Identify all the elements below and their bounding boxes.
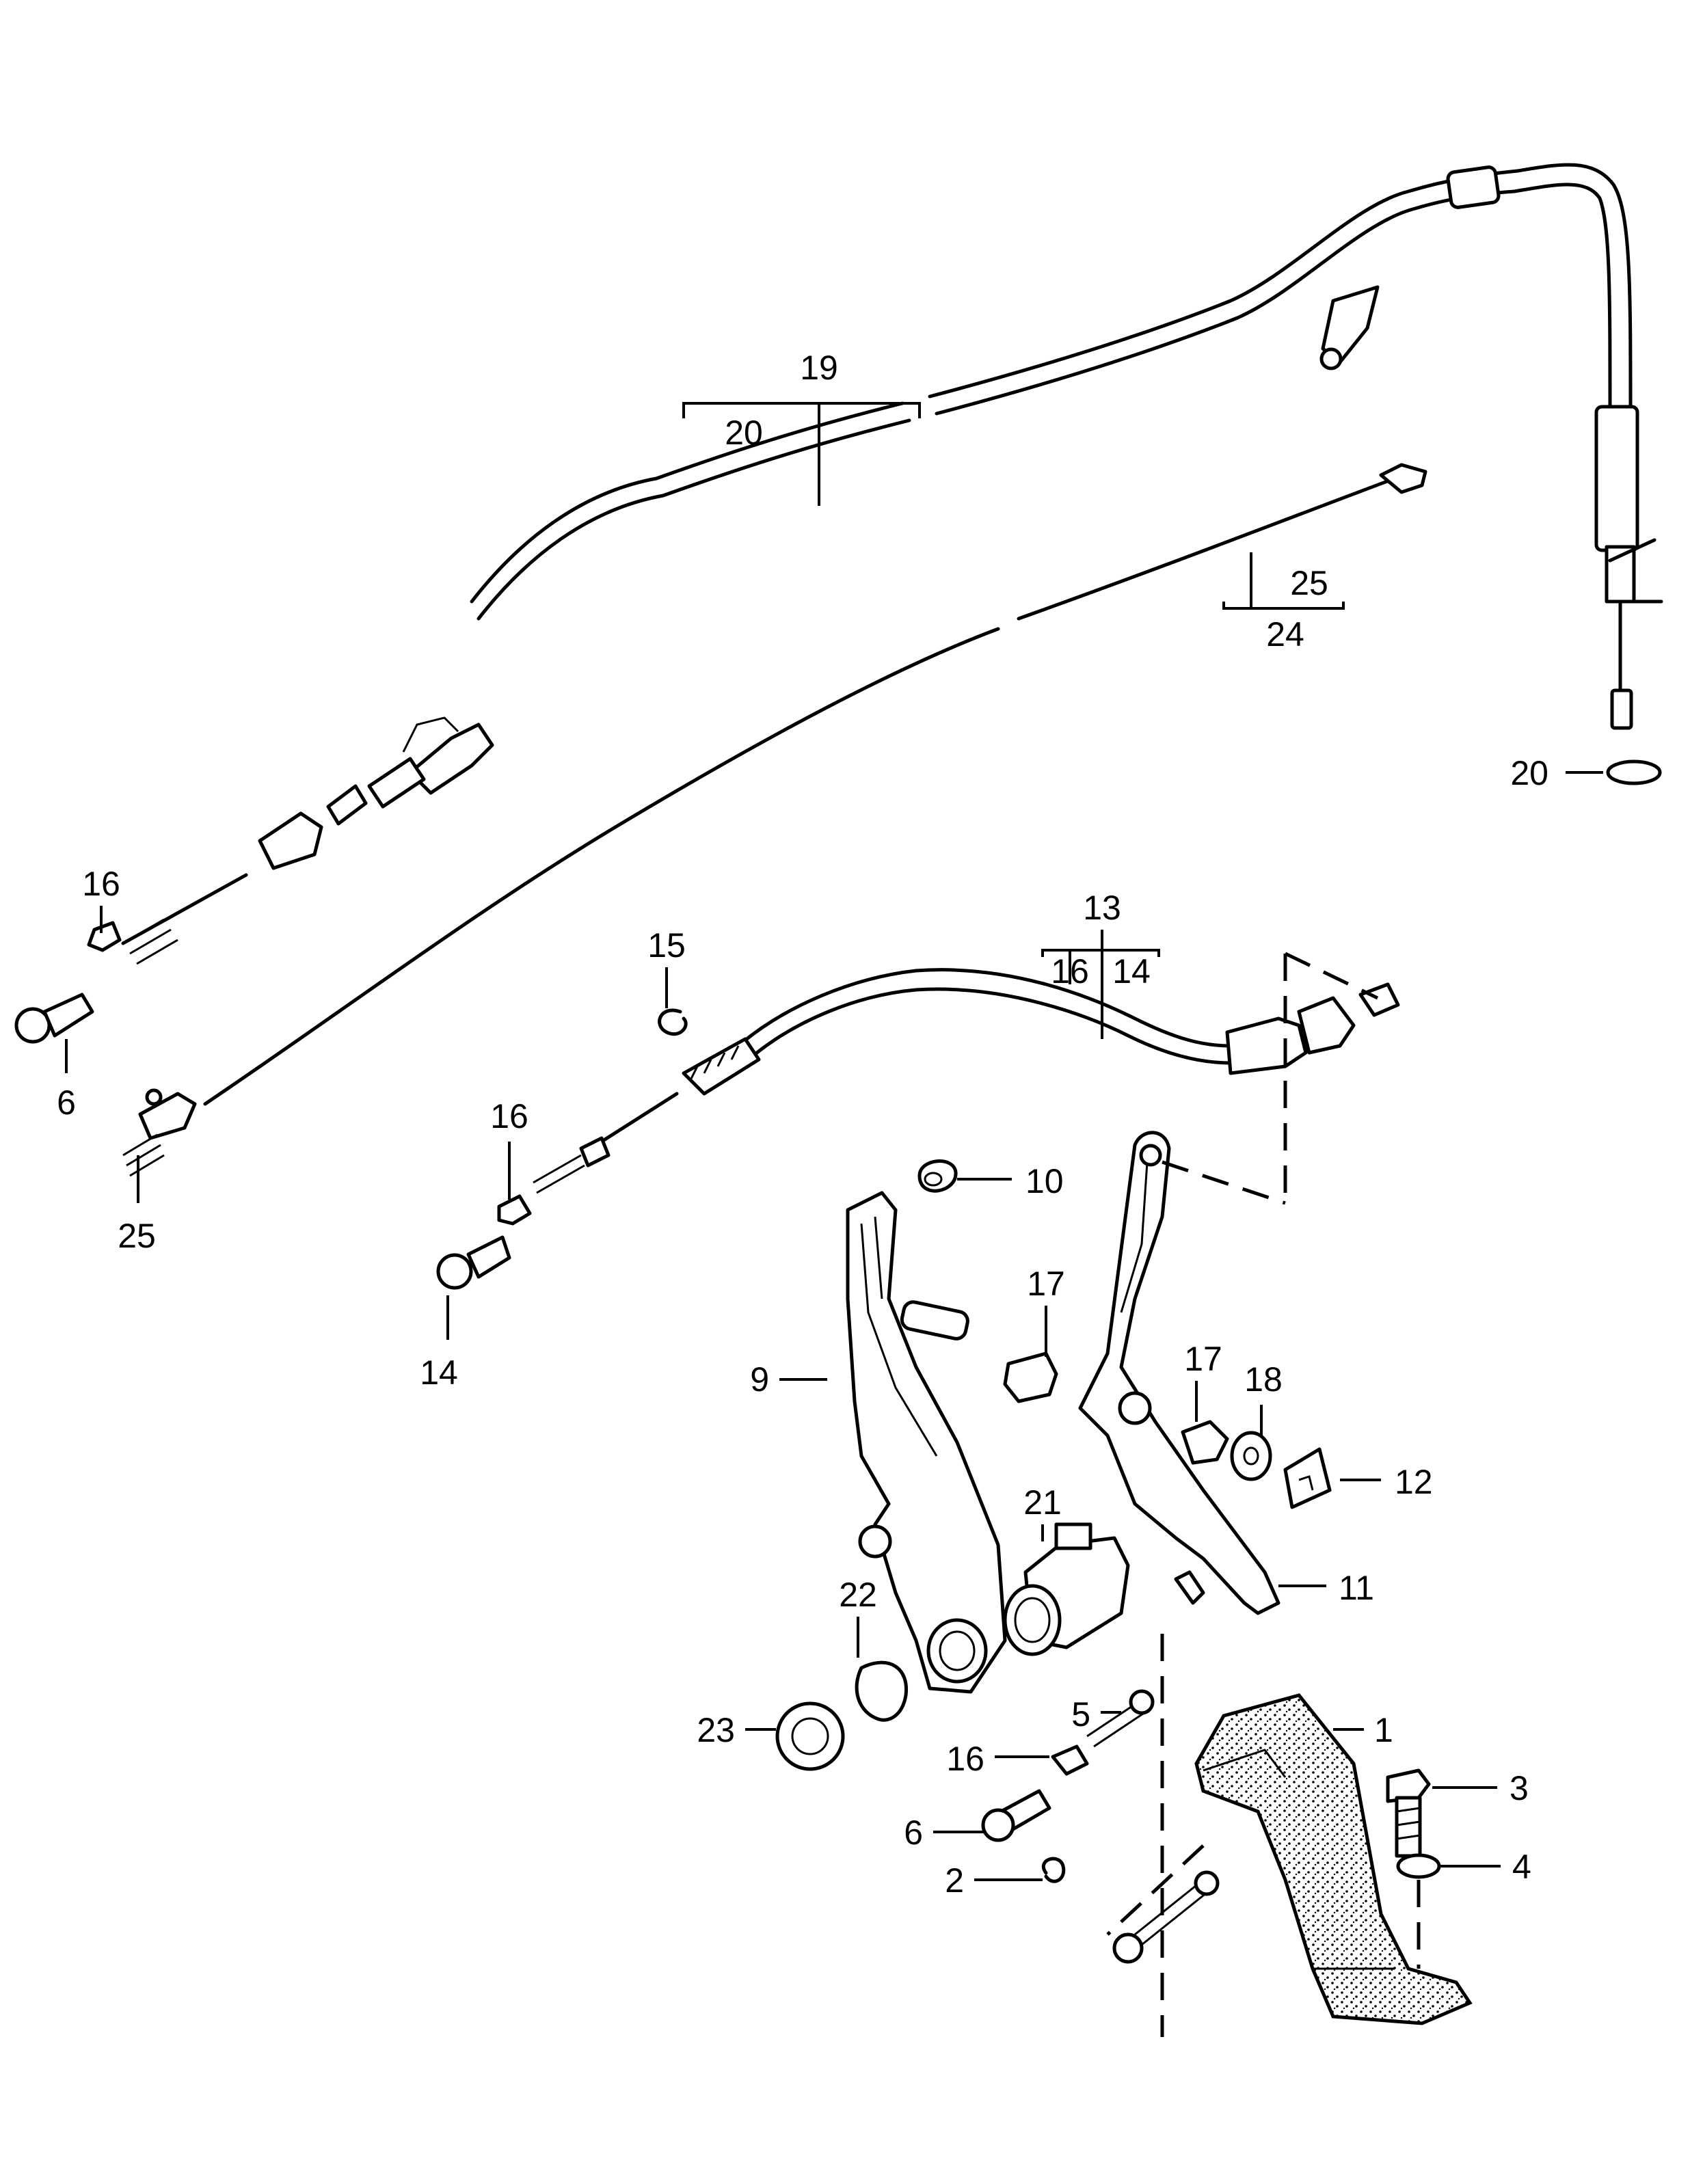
switch-21 — [1003, 1522, 1130, 1656]
callout-25-lower: 25 — [118, 1217, 156, 1255]
callout-20-upper: 20 — [725, 414, 763, 452]
callout-9: 9 — [750, 1360, 769, 1399]
washer-18 — [1230, 1431, 1272, 1481]
nut-16-top — [87, 921, 122, 952]
callout-24: 24 — [1266, 615, 1304, 653]
clip-12 — [1283, 1447, 1332, 1509]
clip-15 — [658, 1008, 688, 1036]
callout-17-left: 17 — [1027, 1265, 1065, 1303]
bushing-17-left — [1003, 1351, 1058, 1403]
callout-12: 12 — [1395, 1463, 1433, 1501]
callout-6-low: 6 — [904, 1814, 923, 1852]
assembly-lines — [1106, 952, 1421, 2037]
bushing-10 — [917, 1159, 958, 1193]
ring-nut-23 — [775, 1701, 845, 1771]
bolt-3 — [1386, 1768, 1431, 1858]
main-throttle-cable — [121, 163, 1663, 965]
callout-1: 1 — [1374, 1711, 1393, 1749]
callout-18: 18 — [1244, 1360, 1283, 1399]
leader-lines — [65, 402, 1662, 1881]
pedal-lever-11 — [1078, 1131, 1280, 1615]
washer-4 — [1396, 1853, 1441, 1879]
callout-22: 22 — [839, 1576, 877, 1614]
ball-socket-14 — [436, 1235, 511, 1290]
nut-16-mid — [497, 1194, 532, 1226]
callout-25-upper: 25 — [1290, 564, 1328, 602]
callout-10: 10 — [1025, 1162, 1064, 1200]
callout-14-cable: 14 — [1112, 952, 1151, 990]
callouts: 19 20 25 24 20 16 6 25 15 13 16 14 16 14… — [57, 349, 1548, 1900]
callout-11: 11 — [1339, 1569, 1374, 1607]
ball-socket-6-low — [981, 1789, 1051, 1842]
clip-2 — [1041, 1857, 1066, 1883]
rod-5 — [1086, 1689, 1155, 1748]
callout-2: 2 — [945, 1861, 964, 1900]
callout-16-cable: 16 — [1051, 952, 1089, 990]
callout-19: 19 — [800, 349, 838, 387]
pedal-rod — [1112, 1870, 1220, 1964]
callout-4: 4 — [1512, 1848, 1531, 1886]
callout-20-right: 20 — [1510, 754, 1548, 792]
bolt-17-right — [1181, 1420, 1229, 1465]
callout-23: 23 — [697, 1711, 735, 1749]
ball-socket-6-top — [14, 993, 94, 1044]
cable-13 — [533, 968, 1400, 1194]
callout-21: 21 — [1023, 1483, 1062, 1522]
callout-16-top: 16 — [82, 865, 120, 903]
nut-16-low — [1051, 1744, 1089, 1776]
callout-16-low: 16 — [946, 1740, 984, 1778]
callout-15: 15 — [647, 926, 686, 965]
callout-16-mid: 16 — [490, 1097, 528, 1135]
callout-14: 14 — [420, 1353, 458, 1392]
callout-13: 13 — [1083, 889, 1121, 927]
callout-3: 3 — [1510, 1769, 1529, 1807]
pedal-1 — [1194, 1693, 1473, 2025]
callout-6-top: 6 — [57, 1083, 76, 1122]
gasket-22 — [855, 1660, 909, 1722]
cable-wire-24 — [122, 463, 1427, 1177]
callout-5: 5 — [1071, 1695, 1090, 1734]
callout-17-right: 17 — [1184, 1340, 1222, 1378]
bracket-9 — [846, 1191, 1007, 1694]
